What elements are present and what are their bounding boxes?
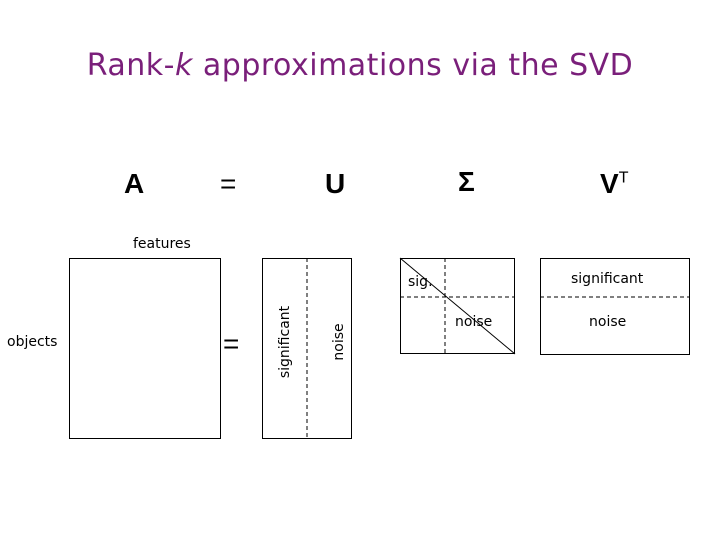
slide-title: Rank-k approximations via the SVD (0, 48, 720, 83)
header-vt: VT (600, 168, 628, 200)
sigma-sig-label: sig. (408, 274, 433, 290)
features-label: features (133, 236, 191, 252)
sigma-noise-label: noise (455, 314, 493, 330)
header-v: V (600, 168, 619, 199)
matrix-a-box (69, 258, 221, 439)
vt-significant-label: significant (571, 271, 644, 287)
objects-label: objects (7, 334, 58, 350)
title-prefix: Rank- (86, 48, 175, 83)
sigma-diagonal (399, 257, 516, 355)
matrix-sigma-box (400, 258, 515, 354)
header-equals: = (220, 168, 237, 199)
equals-sign: = (223, 328, 240, 359)
vt-noise-label: noise (589, 314, 627, 330)
header-u: U (325, 168, 346, 199)
title-suffix: approximations via the SVD (192, 48, 634, 83)
header-a: A (124, 168, 145, 199)
header-v-superscript: T (618, 169, 629, 187)
matrix-vt-box (540, 258, 690, 355)
title-k: k (175, 48, 193, 83)
header-sigma: Σ (458, 166, 475, 197)
